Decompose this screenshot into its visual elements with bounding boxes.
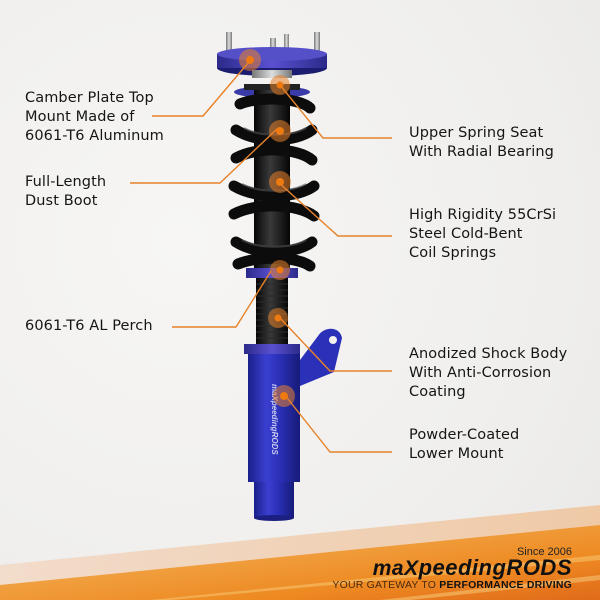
brand-wordmark: maXpeedingRODS [332,555,572,580]
callout-upper-spring-seat: Upper Spring Seat With Radial Bearing [409,124,554,162]
callout-dust-boot: Full-Length Dust Boot [25,173,106,211]
callout-line: High Rigidity 55CrSi [409,207,557,223]
callout-line: Full-Length [25,174,107,190]
callout-coil-springs: High Rigidity 55CrSi Steel Cold-Bent Coi… [409,206,556,263]
tagline-light: YOUR GATEWAY TO [332,579,440,591]
brand-since: Since 2006 [516,546,572,558]
brand-prefix: maX [372,557,419,580]
callout-markers [239,49,295,407]
brand-tagline: YOUR GATEWAY TO PERFORMANCE DRIVING [332,579,572,591]
brand-logo: Since 2006 maXpeedingRODS YOUR GATEWAY T… [332,546,572,591]
callout-line: Camber Plate Top [25,90,154,106]
callout-line: Coil Springs [409,245,497,261]
callout-line: With Anti-Corrosion [409,365,552,381]
callout-lower-mount: Powder-Coated Lower Mount [409,426,519,464]
callout-line: With Radial Bearing [409,144,554,160]
callout-line: Anodized Shock Body [409,346,568,362]
callout-al-perch: 6061-T6 AL Perch [25,317,153,336]
tagline-bold: PERFORMANCE DRIVING [439,579,572,591]
callout-line: Mount Made of [25,109,135,125]
callout-camber-plate: Camber Plate Top Mount Made of 6061-T6 A… [25,89,164,146]
callout-line: 6061-T6 Aluminum [25,128,164,144]
callout-line: Coating [409,384,466,400]
callout-line: Upper Spring Seat [409,125,544,141]
callout-line: Steel Cold-Bent [409,226,523,242]
brand-name: peedingRODS [418,555,572,580]
callout-line: Powder-Coated [409,427,520,443]
callout-line: Lower Mount [409,446,504,462]
callout-line: 6061-T6 AL Perch [25,318,153,334]
callout-shock-body: Anodized Shock Body With Anti-Corrosion … [409,345,567,402]
body-engraving: maXpeedingRODS [270,384,279,455]
callout-line: Dust Boot [25,193,98,209]
